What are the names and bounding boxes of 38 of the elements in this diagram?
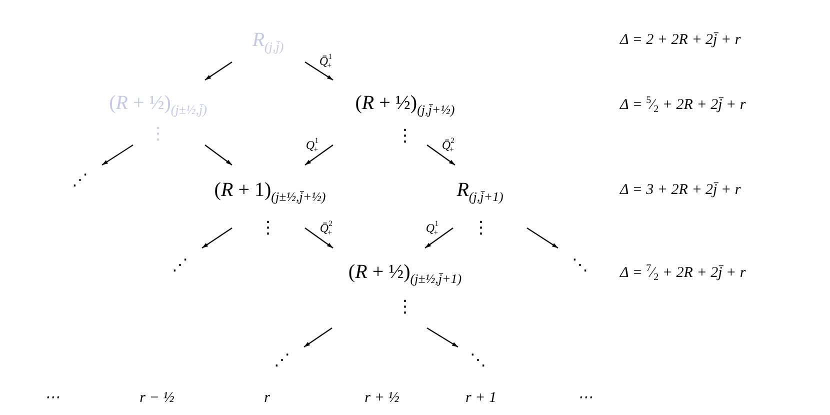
formula: R$_{(j,j̄)}$ <box>252 28 284 52</box>
column-label: r <box>264 389 270 408</box>
arrow <box>204 144 232 166</box>
diagonal-ellipsis: ⋰ <box>274 351 290 369</box>
vertical-ellipsis: ⋮ <box>260 218 276 238</box>
arrow <box>304 62 334 80</box>
diagonal-ellipsis: ⋱ <box>470 351 486 369</box>
column-label: r + ½ <box>364 389 400 408</box>
arrow <box>426 144 456 166</box>
formula: (R + ½)$_{(j±½,j̄)}$ <box>109 91 207 115</box>
column-label: r + 1 <box>466 389 496 408</box>
vertical-ellipsis: ⋮ <box>150 124 166 144</box>
column-label: r − ½ <box>140 389 174 408</box>
arrow <box>204 62 232 80</box>
formula: (R + ½)$_{(j±½,j̄+1)}$ <box>348 260 462 284</box>
arrow <box>526 228 558 248</box>
formula: (R + 1)$_{(j±½,j̄+½)}$ <box>214 178 326 202</box>
vertical-ellipsis: ⋮ <box>472 218 490 238</box>
delta-formula: Δ = 2 + 2R + 2j̄ + r <box>620 31 741 50</box>
diagonal-ellipsis: ⋰ <box>172 256 188 274</box>
delta-formula: Δ = 3 + 2R + 2j̄ + r <box>620 181 741 200</box>
arrow <box>426 328 458 348</box>
arrow <box>424 228 454 248</box>
arrow <box>304 228 334 248</box>
diagonal-ellipsis: ⋱ <box>572 256 588 274</box>
diagonal-ellipsis: ⋰ <box>72 171 88 189</box>
column-label: ⋯ <box>44 389 60 408</box>
column-label: ⋯ <box>578 389 592 408</box>
delta-formula: Δ = $^{5}$⁄$_{2}$ + 2R + 2j̄ + r <box>620 95 746 115</box>
vertical-ellipsis: ⋮ <box>396 297 414 317</box>
arrow <box>102 144 134 166</box>
arrow <box>304 144 334 166</box>
arrow <box>304 328 332 348</box>
delta-formula: Δ = $^{7}$⁄$_{2}$ + 2R + 2j̄ + r <box>620 263 746 283</box>
vertical-ellipsis: ⋮ <box>396 126 414 146</box>
formula: R$_{(j,j̄+1)}$ <box>456 178 504 202</box>
formula: (R + ½)$_{(j,j̄+½)}$ <box>355 91 455 115</box>
arrow <box>202 228 232 248</box>
